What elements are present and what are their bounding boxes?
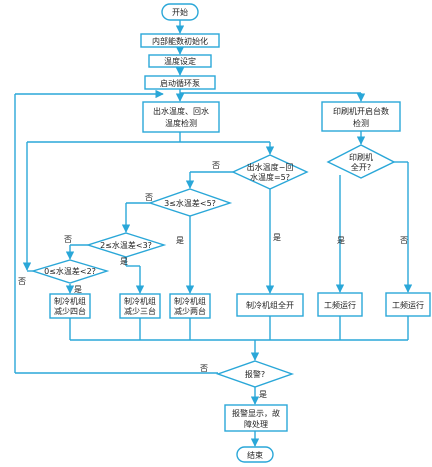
- act-four-line2: 减少四台: [54, 306, 86, 316]
- cond-0-2-label: 0≤水温差<2?: [44, 266, 96, 276]
- init-process: 内部能数初始化: [140, 33, 220, 48]
- act-four-line1: 制冷机组: [54, 296, 86, 306]
- alarm-handle-line1: 报警显示，故: [232, 408, 280, 418]
- temp-set-label: 温度设定: [164, 56, 196, 66]
- pump-process: 启动循环泵: [144, 75, 216, 90]
- edge-label-0-2-no: 否: [18, 277, 26, 286]
- edge-label-diff5-no: 否: [212, 161, 220, 170]
- act-three-process: 制冷机组 减少三台: [119, 293, 161, 319]
- edge-label-printer-yes: 是: [337, 236, 345, 245]
- printer-detect-line1: 印刷机开启台数: [333, 106, 389, 116]
- edge-label-alarm-no: 否: [200, 364, 208, 373]
- cond-printer-all-line1: 印刷机: [349, 152, 373, 162]
- end-terminal: 结束: [236, 446, 274, 463]
- act-two-line1: 制冷机组: [174, 296, 206, 306]
- alarm-handle-process: 报警显示，故 障处理: [224, 404, 288, 432]
- cond-printer-all-line2: 全开?: [351, 162, 371, 172]
- edge-label-2-3-no: 否: [64, 235, 72, 244]
- cond-alarm-label: 报警?: [245, 369, 265, 379]
- act-three-line2: 减少三台: [124, 306, 156, 316]
- edge-label-diff5-yes: 是: [273, 233, 281, 242]
- detect-temp-line2: 温度检测: [165, 118, 197, 128]
- act-freq1-label: 工频运行: [324, 300, 356, 310]
- pump-label: 启动循环泵: [160, 78, 200, 88]
- detect-temp-process: 出水温度、回水 温度检测: [142, 101, 220, 133]
- cond-diff5-line2: 水温度=5?: [250, 172, 290, 182]
- start-terminal: 开始: [161, 3, 199, 21]
- act-three-line1: 制冷机组: [124, 296, 156, 306]
- cond-diff5-line1: 出水温度−回: [247, 162, 294, 172]
- cond-alarm-decision: 报警?: [215, 360, 295, 388]
- detect-temp-line1: 出水温度、回水: [153, 106, 209, 116]
- connectors: [14, 20, 413, 447]
- act-all-process: 制冷机组全开: [236, 293, 304, 317]
- act-freq2-label: 工频运行: [392, 300, 424, 310]
- edge-label-0-2-yes: 是: [74, 285, 82, 294]
- edge-label-2-3-yes: 是: [120, 257, 128, 266]
- act-freq1-process: 工频运行: [317, 292, 363, 317]
- act-freq2-process: 工频运行: [385, 292, 431, 317]
- end-label: 结束: [247, 450, 263, 460]
- init-label: 内部能数初始化: [152, 36, 208, 46]
- cond-2-3-decision: 2≤水温差<3?: [85, 232, 167, 258]
- edge-label-alarm-yes: 是: [259, 390, 267, 399]
- cond-printer-all-decision: 印刷机 全开?: [326, 144, 396, 179]
- cond-0-2-decision: 0≤水温差<2?: [30, 259, 110, 284]
- alarm-handle-line2: 障处理: [244, 419, 268, 429]
- cond-3-5-label: 3≤水温差<5?: [164, 198, 216, 208]
- edge-label-printer-no: 否: [400, 236, 408, 245]
- edge-label-3-5-no: 否: [145, 193, 153, 202]
- act-two-process: 制冷机组 减少两台: [169, 293, 211, 319]
- act-two-line2: 减少两台: [174, 306, 206, 316]
- edge-label-3-5-yes: 是: [176, 236, 184, 245]
- printer-detect-line2: 检测: [353, 118, 369, 128]
- edge-labels: 否 是 否 是 否 是 否 是 是 否 否 是: [18, 161, 408, 399]
- cond-3-5-decision: 3≤水温差<5?: [147, 188, 233, 217]
- cond-2-3-label: 2≤水温差<3?: [100, 240, 152, 250]
- act-four-process: 制冷机组 减少四台: [49, 293, 91, 319]
- start-label: 开始: [172, 7, 188, 17]
- act-all-label: 制冷机组全开: [246, 300, 294, 310]
- temp-set-process: 温度设定: [148, 54, 212, 68]
- cond-diff5-decision: 出水温度−回 水温度=5?: [231, 154, 309, 190]
- printer-detect-process: 印刷机开启台数 检测: [321, 101, 401, 132]
